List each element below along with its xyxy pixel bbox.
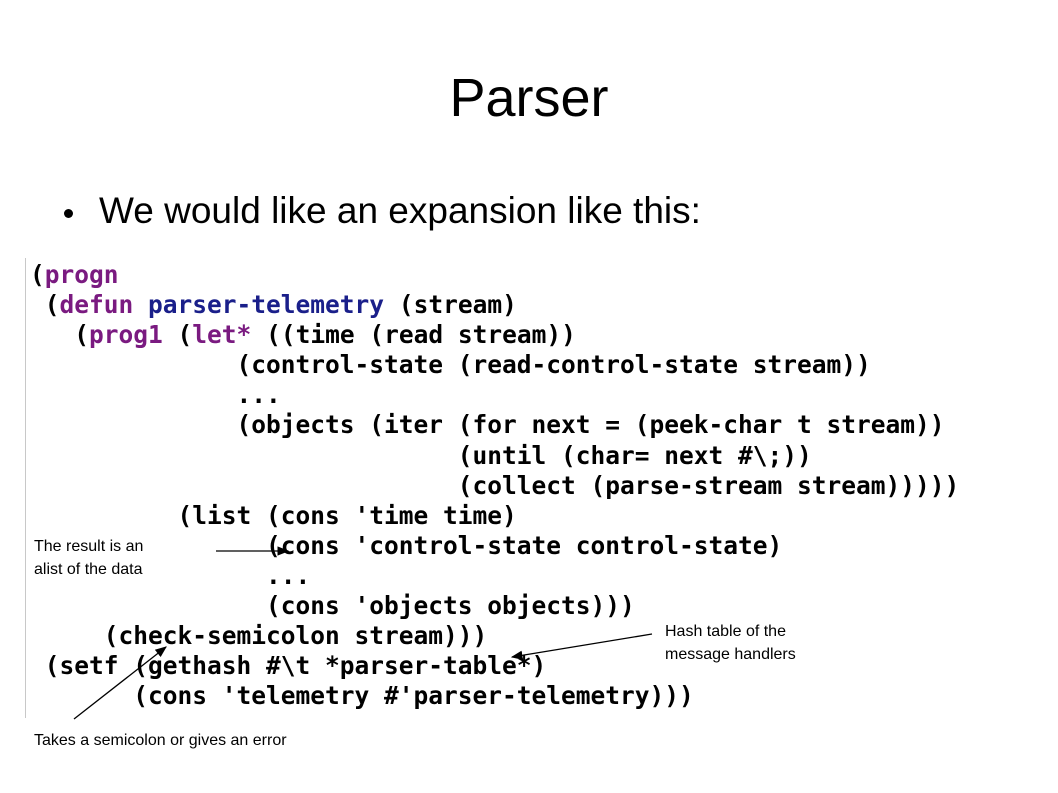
code-line: (cons 'objects objects))) (30, 591, 959, 621)
code-keyword: let* (192, 320, 252, 350)
annotation-hash-line-2: message handlers (665, 646, 796, 663)
code-text: (objects (iter (for next = (peek-char t … (30, 410, 945, 440)
code-line: (collect (parse-stream stream))))) (30, 470, 960, 501)
code-text: ( (30, 260, 45, 289)
code-line: (cons 'telemetry #'parser-telemetry))) (30, 681, 959, 711)
code-line: ... (30, 561, 959, 591)
code-text: (stream) (384, 290, 517, 320)
annotation-result: The result is an alist of the data (34, 535, 143, 581)
bullet-dot-icon (64, 208, 73, 218)
annotation-result-line-1: The result is an (34, 538, 144, 555)
code-text: (control-state (read-control-state strea… (30, 350, 871, 380)
code-line: (list (cons 'time time) (30, 501, 959, 531)
code-line: (objects (iter (for next = (peek-char t … (30, 410, 959, 440)
code-keyword: progn (44, 260, 119, 289)
code-text: ... (30, 380, 281, 410)
code-line: (control-state (read-control-state strea… (30, 350, 959, 380)
annotation-semicolon: Takes a semicolon or gives an error (34, 732, 287, 749)
code-line: (setf (gethash #\t *parser-table*) (30, 651, 959, 681)
code-line: (defun parser-telemetry (stream) (30, 290, 959, 320)
annotation-hash-table: Hash table of the message handlers (665, 620, 796, 666)
code-text: ( (162, 320, 193, 350)
code-text: (cons 'control-state control-state) (30, 530, 783, 560)
code-text: ( (30, 290, 60, 320)
code-text: ... (30, 560, 311, 590)
code-text: (setf (gethash #\t *parser-table*) (30, 651, 547, 681)
code-text: ((time (read stream)) (251, 320, 576, 350)
bullet-item: We would like an expansion like this: (64, 188, 701, 234)
code-text: (until (char= next #\;)) (30, 440, 812, 470)
code-line: (progn (30, 260, 959, 290)
code-line: (cons 'control-state control-state) (30, 531, 959, 561)
code-text: (cons 'objects objects))) (30, 591, 635, 621)
code-screenshot: (progn (defun parser-telemetry (stream) … (25, 258, 1034, 718)
code-keyword: prog1 (89, 320, 163, 350)
bullet-text: We would like an expansion like this: (99, 190, 701, 231)
slide-title: Parser (449, 68, 609, 128)
code-text: (list (cons 'time time) (30, 500, 517, 530)
code-line: (prog1 (let* ((time (read stream)) (30, 320, 959, 350)
code-text: (cons 'telemetry #'parser-telemetry))) (30, 681, 694, 711)
code-text: (collect (parse-stream stream))))) (30, 470, 960, 500)
code-line: (until (char= next #\;)) (30, 441, 959, 471)
code-block: (progn (defun parser-telemetry (stream) … (30, 260, 959, 711)
code-line: ... (30, 380, 959, 410)
code-text (133, 290, 148, 319)
code-line: (check-semicolon stream))) (30, 621, 959, 651)
code-text: ( (30, 320, 90, 350)
code-keyword: defun (59, 290, 134, 320)
code-text: (check-semicolon stream))) (30, 621, 488, 651)
annotation-result-line-2: alist of the data (34, 561, 143, 578)
code-function-name: parser-telemetry (148, 290, 385, 320)
annotation-hash-line-1: Hash table of the (665, 623, 786, 640)
